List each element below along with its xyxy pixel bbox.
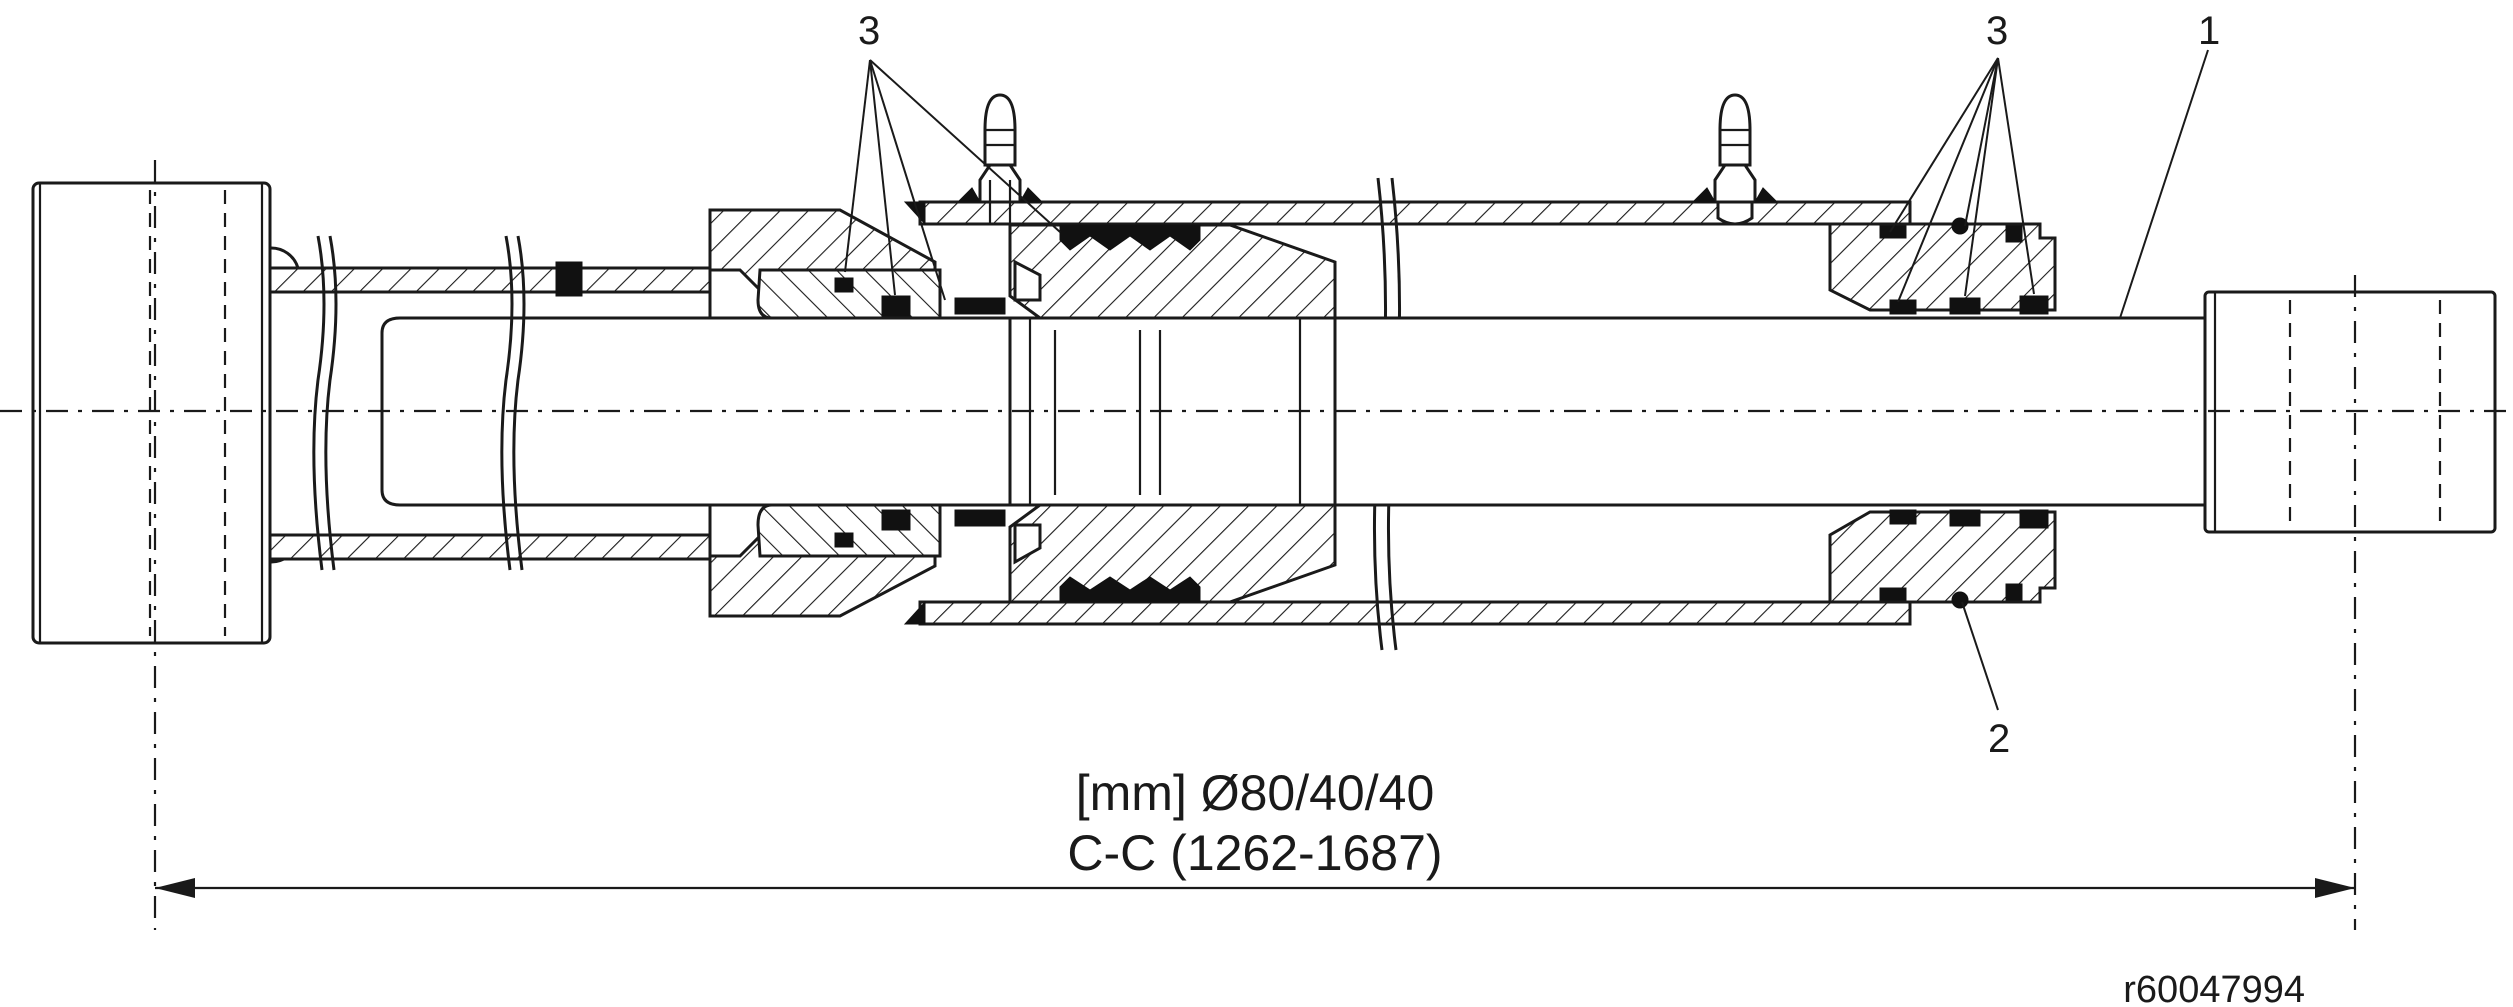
port-right-icon xyxy=(1691,93,1779,226)
cylinder-head-gland xyxy=(708,208,1006,618)
reference-code: r60047994 xyxy=(2123,969,2305,1007)
left-clevis-eye xyxy=(31,181,272,645)
dimension-line xyxy=(155,878,2355,898)
callout-rod: 1 xyxy=(2198,9,2220,53)
center-lines xyxy=(0,160,2510,930)
leader-lines xyxy=(844,49,2209,711)
cylinder-end-cap xyxy=(1828,217,2057,609)
break-marks-left xyxy=(312,235,526,571)
callout-oring: 2 xyxy=(1988,717,2010,761)
piston xyxy=(1008,223,1337,604)
left-wiper-seal-icon xyxy=(555,261,583,297)
port-left-icon xyxy=(956,93,1044,224)
callout-seals-right: 3 xyxy=(1986,9,2008,53)
cylinder-barrel xyxy=(903,200,1912,626)
dimension-bore-label: [mm] Ø80/40/40 xyxy=(1076,765,1435,821)
callout-seals-left: 3 xyxy=(858,9,880,53)
dimension-centers-label: C-C (1262-1687) xyxy=(1067,825,1442,881)
